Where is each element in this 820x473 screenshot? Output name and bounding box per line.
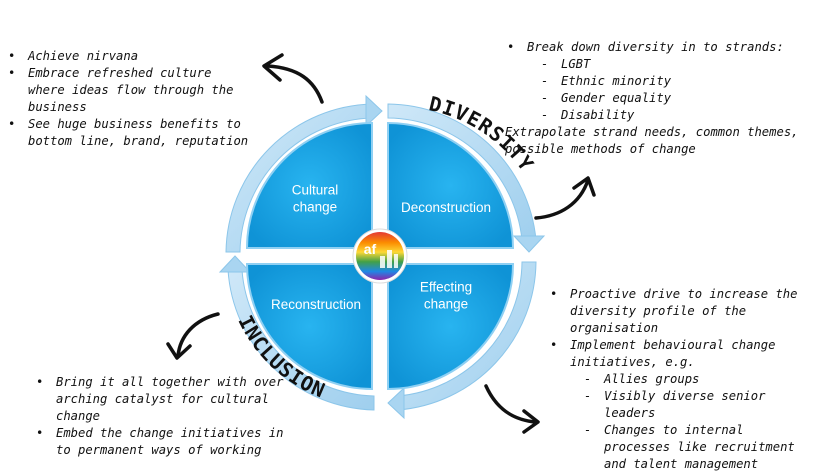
pointer-arrow-top-right: [534, 176, 596, 220]
ring-arrowhead-top-left: [365, 94, 383, 128]
quadrant-bottom-left: [245, 263, 373, 391]
center-logo: af: [352, 228, 408, 284]
ring-arrowhead-bottom-right: [387, 386, 405, 420]
list-item: Embed the change initiatives in to perma…: [34, 425, 294, 459]
ring-arrowhead-top-right: [512, 235, 546, 253]
sub-list-item: Changes to internal processes like recru…: [548, 422, 816, 473]
sub-list-item: Allies groups: [548, 371, 816, 388]
list-item: Embrace refreshed culture where ideas fl…: [6, 65, 254, 116]
list-item: Extrapolate strand needs, common themes,…: [505, 125, 799, 156]
list-item: Bring it all together with over arching …: [34, 374, 294, 425]
quadrants: [245, 121, 515, 391]
logo-text: af: [364, 241, 377, 257]
pointer-arrow-top-left: [262, 53, 324, 104]
outer-ring: [218, 94, 546, 420]
quadrant-label-reconstruction: Reconstruction: [271, 297, 361, 312]
sub-list-item: Ethnic minority: [505, 73, 805, 90]
list-item: See huge business benefits to bottom lin…: [6, 116, 254, 150]
note-bottom-right: Proactive drive to increase the diversit…: [548, 286, 816, 473]
sub-list-item: Visibly diverse senior leaders: [548, 388, 816, 422]
note-bottom-left: Bring it all together with over arching …: [34, 374, 294, 459]
quadrant-top-right: [387, 121, 515, 249]
list-item: Achieve nirvana: [6, 48, 254, 65]
quadrant-top-left: [245, 121, 373, 249]
list-item: Implement behavioural change initiatives…: [548, 337, 816, 371]
ring-arrowhead-bottom-left: [218, 255, 252, 273]
sub-list-item: Disability: [505, 107, 805, 124]
note-top-right: Break down diversity in to strands:LGBTE…: [505, 39, 805, 158]
pointer-arrow-bottom-right: [484, 384, 540, 434]
list-item: Break down diversity in to strands:: [505, 39, 805, 56]
sub-list-item: LGBT: [505, 56, 805, 73]
sub-list-item: Gender equality: [505, 90, 805, 107]
note-top-left: Achieve nirvanaEmbrace refreshed culture…: [6, 48, 254, 150]
pointer-arrow-bottom-left: [166, 312, 220, 360]
quadrant-label-deconstruction: Deconstruction: [401, 200, 491, 215]
quadrant-bottom-right: [387, 263, 515, 391]
list-item: Proactive drive to increase the diversit…: [548, 286, 816, 337]
